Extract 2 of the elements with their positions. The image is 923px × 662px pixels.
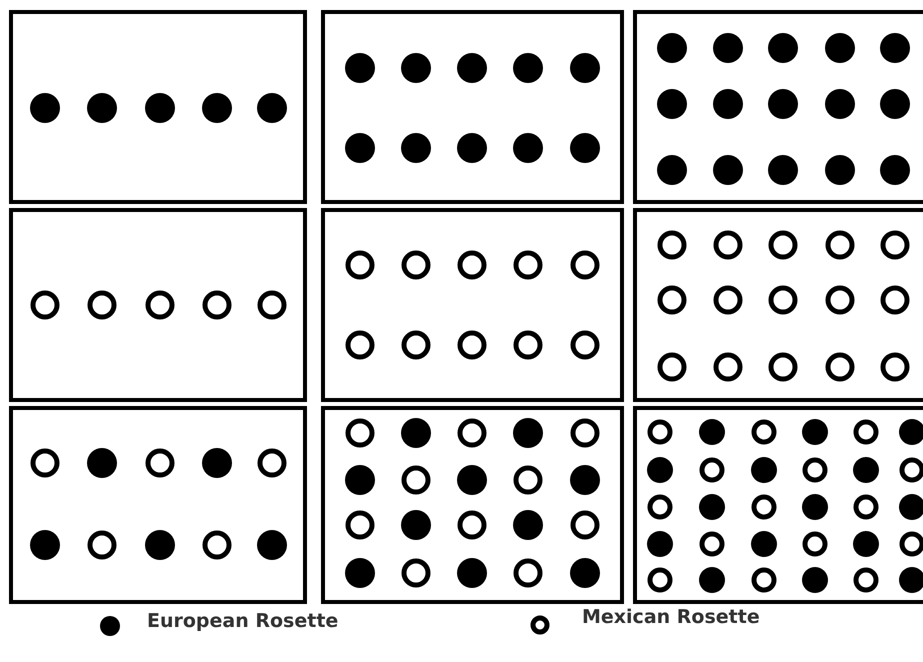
legend-label: Mexican Rosette — [582, 608, 760, 627]
legend-label: European Rosette — [147, 612, 338, 631]
